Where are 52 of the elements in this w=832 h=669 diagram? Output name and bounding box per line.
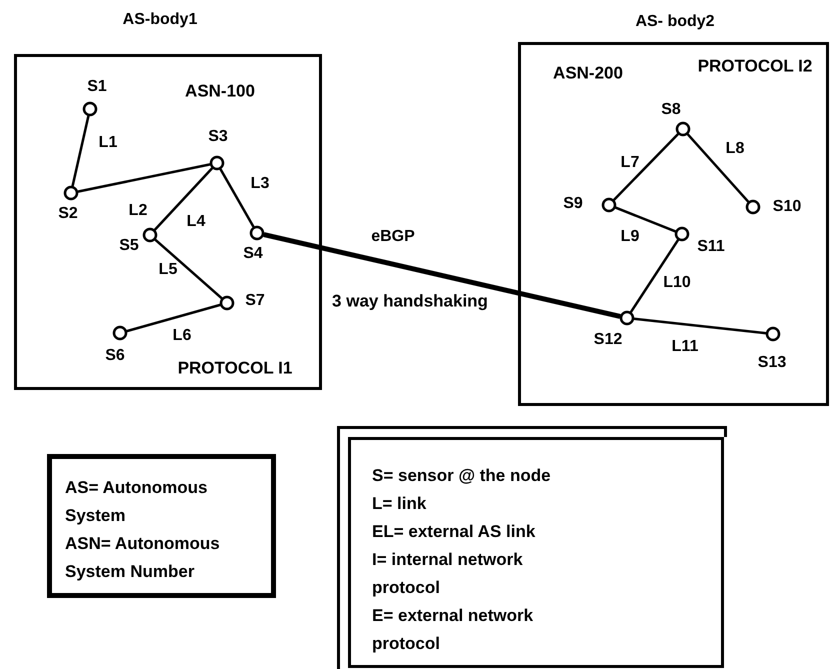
link-label: L3 <box>250 175 270 193</box>
sensor-label: S11 <box>697 238 725 256</box>
link-line <box>634 318 766 334</box>
link-line <box>219 168 255 228</box>
definition-text: ASN= Autonomous System Number <box>65 533 221 583</box>
sensor-label: S1 <box>87 78 107 96</box>
link-line <box>612 133 680 201</box>
link-label: L2 <box>128 202 148 220</box>
box-title: AS- body2 <box>635 13 715 31</box>
box-label: ASN-100 <box>185 82 255 102</box>
definition-text: E= external network protocol <box>372 605 534 655</box>
definition-text: AS= Autonomous System <box>65 477 208 527</box>
sensor-label: S5 <box>119 237 139 255</box>
link-label: L9 <box>620 228 640 246</box>
sensor-label: S6 <box>105 347 125 365</box>
box-label: PROTOCOL I1 <box>178 360 292 378</box>
link-label: L7 <box>620 154 640 172</box>
box-title: AS-body1 <box>122 11 198 29</box>
definition-text: I= internal network protocol <box>372 549 524 599</box>
sensor-label: S13 <box>758 354 786 372</box>
link-label: L4 <box>186 213 206 231</box>
definition-text: L= link <box>372 493 428 515</box>
box-label: ASN-200 <box>553 64 623 84</box>
link-line <box>71 116 90 186</box>
link-line <box>126 304 221 332</box>
box-label: PROTOCOL I2 <box>698 58 812 76</box>
sensor-label: S2 <box>58 205 78 223</box>
link-line <box>154 238 223 300</box>
sensor-label: S7 <box>245 292 265 310</box>
link-line <box>630 239 680 313</box>
sensor-label: S3 <box>208 128 228 146</box>
link-line <box>154 167 214 231</box>
link-line <box>686 133 750 203</box>
legend-box <box>47 454 276 598</box>
definition-text: EL= external AS link <box>372 521 536 543</box>
link-label: L11 <box>672 338 698 356</box>
sensor-label: S4 <box>243 245 263 263</box>
link-label: L5 <box>158 261 178 279</box>
link-label: L6 <box>172 327 192 345</box>
link-label: L1 <box>98 134 118 152</box>
sensor-label: S12 <box>594 331 622 349</box>
link-line <box>78 163 210 193</box>
link-label: L10 <box>663 274 691 292</box>
link-label: eBGP <box>371 228 415 246</box>
definition-text: S= sensor @ the node <box>372 465 552 487</box>
sensor-label: S10 <box>772 198 802 216</box>
sensor-label: S9 <box>563 195 583 213</box>
link-note: 3 way handshaking <box>331 292 489 312</box>
thick-link-line <box>263 232 621 319</box>
link-line <box>615 206 676 233</box>
link-label: L8 <box>726 140 744 158</box>
sensor-label: S8 <box>661 101 681 119</box>
